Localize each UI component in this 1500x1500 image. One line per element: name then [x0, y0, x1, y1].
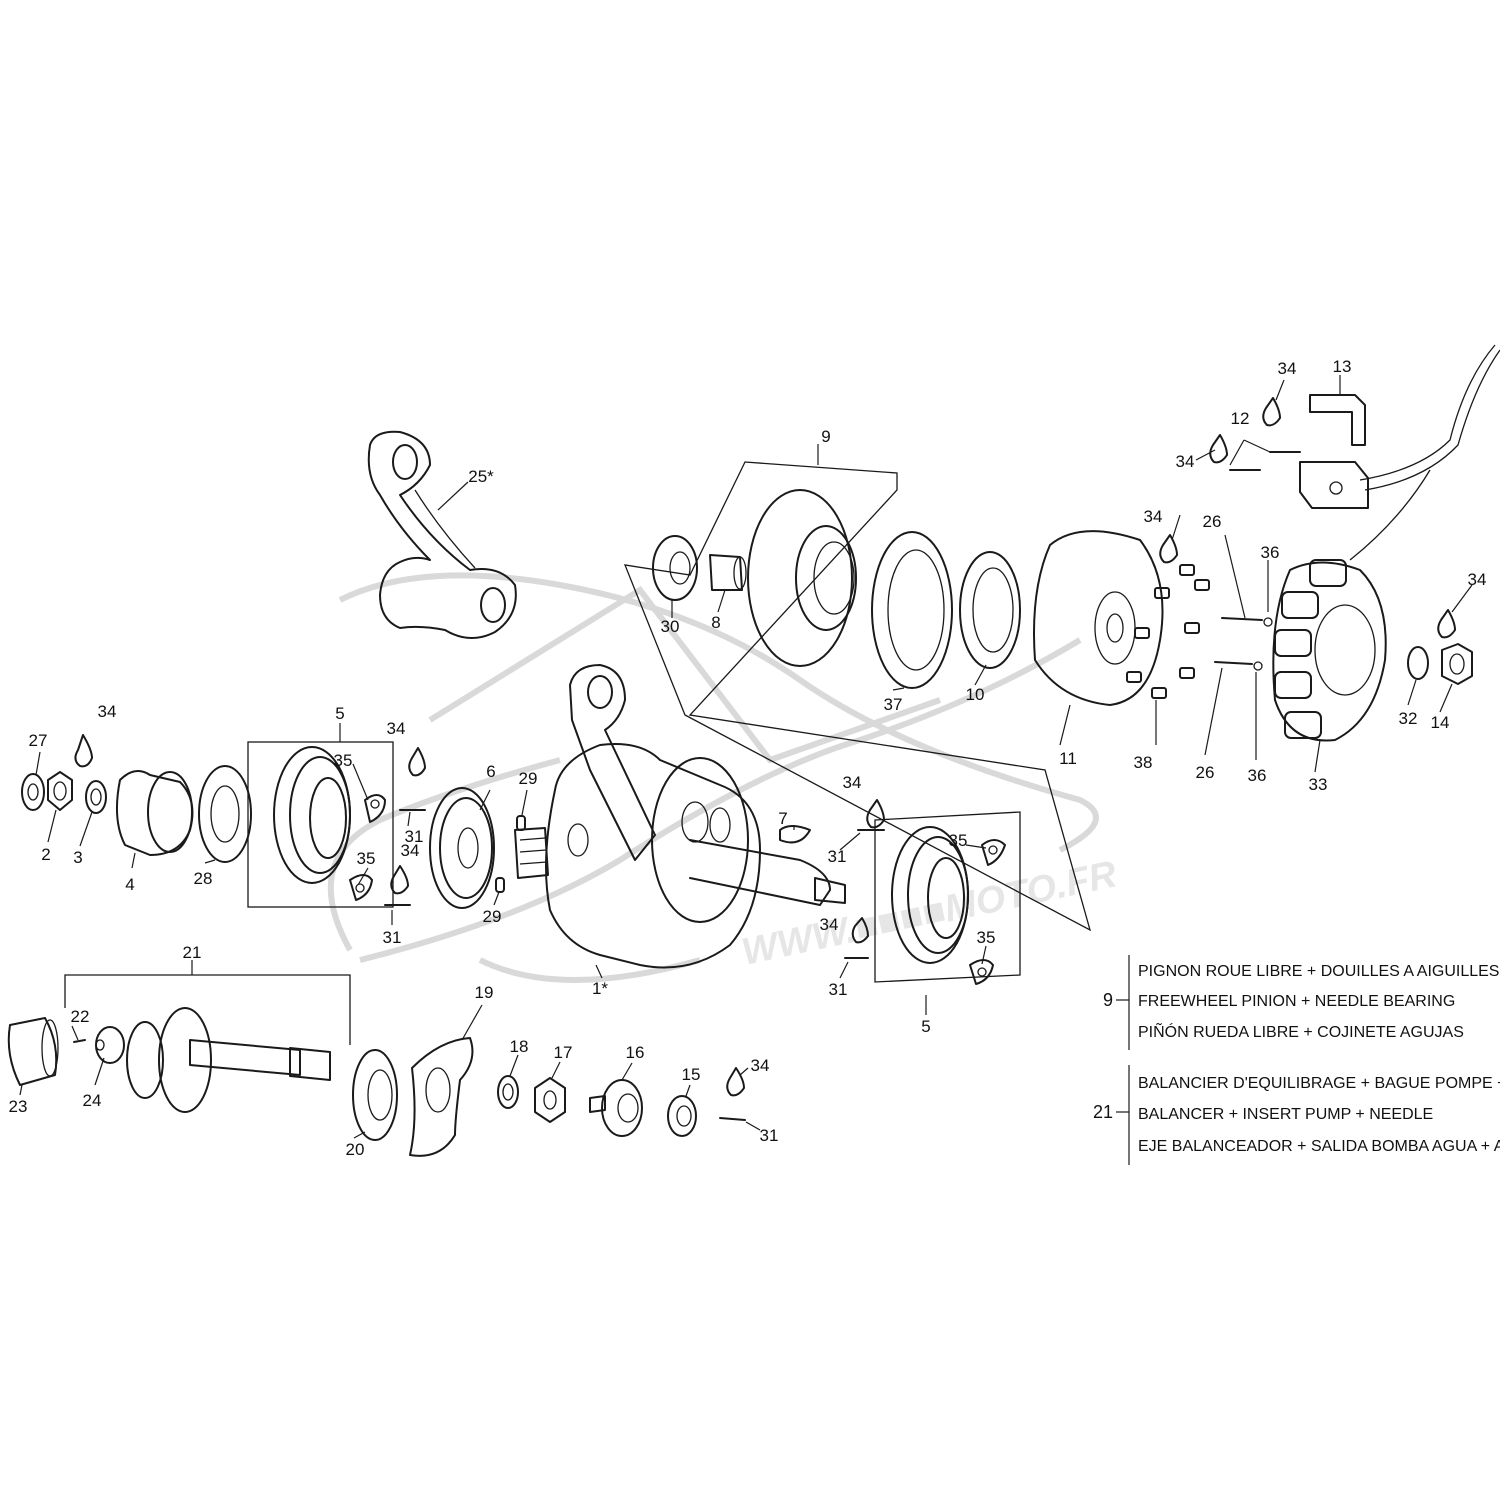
callout-26-a: 26 — [1203, 512, 1222, 531]
callout-31-c: 31 — [828, 847, 847, 866]
group-box-5-left — [247, 741, 394, 908]
left-stack-parts — [21, 765, 252, 863]
crankshaft — [514, 664, 846, 969]
connecting-rod-top — [367, 430, 517, 639]
legend-9-line-es: PIÑÓN RUEDA LIBRE + COJINETE AGUJAS — [1138, 1021, 1464, 1041]
legend-21-line-en: BALANCER + INSERT PUMP + NEEDLE — [1138, 1106, 1433, 1123]
callout-34-a: 34 — [1278, 359, 1297, 378]
callout-22: 22 — [71, 1007, 90, 1026]
callout-31-b: 31 — [383, 928, 402, 947]
callout-12: 12 — [1231, 409, 1250, 428]
callout-35-c: 35 — [949, 831, 968, 850]
callout-29-b: 29 — [483, 907, 502, 926]
callout-34-b: 34 — [1176, 452, 1195, 471]
callout-6: 6 — [486, 762, 495, 781]
legend: 9 PIGNON ROUE LIBRE + DOUILLES A AIGUILL… — [1093, 955, 1500, 1165]
callout-36-a: 36 — [1261, 543, 1280, 562]
callout-23: 23 — [9, 1097, 28, 1116]
callout-34-c: 34 — [1144, 507, 1163, 526]
group-box-5-right — [874, 811, 1021, 983]
legend-9-number: 9 — [1103, 990, 1113, 1010]
callout-25: 25* — [468, 467, 494, 486]
callout-34-g: 34 — [401, 841, 420, 860]
watermark-logo: WWW.■■■■MOTO.FR — [327, 572, 1121, 983]
callout-14: 14 — [1431, 713, 1450, 732]
callout-30: 30 — [661, 617, 680, 636]
small-pins — [384, 809, 885, 1121]
callout-4: 4 — [125, 875, 134, 894]
callout-31-e: 31 — [760, 1126, 779, 1145]
callout-38: 38 — [1134, 753, 1153, 772]
callout-17: 17 — [554, 1043, 573, 1062]
callout-36-b: 36 — [1248, 766, 1267, 785]
balancer-group — [7, 1007, 697, 1157]
callout-15: 15 — [682, 1065, 701, 1084]
callout-18: 18 — [510, 1037, 529, 1056]
callout-28: 28 — [194, 869, 213, 888]
callout-32: 32 — [1399, 709, 1418, 728]
callout-11: 11 — [1059, 749, 1077, 768]
callout-34-h: 34 — [843, 773, 862, 792]
rotor-screws — [1126, 564, 1210, 699]
callout-31-a: 31 — [405, 827, 424, 846]
callout-24: 24 — [83, 1091, 102, 1110]
callout-7: 7 — [778, 809, 787, 828]
oil-drops — [74, 397, 1456, 1097]
legend-21-line-fr: BALANCIER D'EQUILIBRAGE + BAGUE POMPE + … — [1138, 1075, 1500, 1092]
callout-35-a: 35 — [334, 751, 353, 770]
callout-9: 9 — [821, 427, 830, 446]
callout-34-f: 34 — [387, 719, 406, 738]
callout-21: 21 — [183, 943, 202, 962]
callout-29-a: 29 — [519, 769, 538, 788]
callout-26-b: 26 — [1196, 763, 1215, 782]
callout-37: 37 — [884, 695, 903, 714]
stator-group — [1214, 344, 1500, 742]
callout-8: 8 — [711, 613, 720, 632]
callout-34-e: 34 — [98, 702, 117, 721]
legend-21-line-es: EJE BALANCEADOR + SALIDA BOMBA AGUA + AG… — [1138, 1138, 1500, 1155]
legend-item-21: 21 BALANCIER D'EQUILIBRAGE + BAGUE POMPE… — [1093, 1065, 1500, 1165]
callout-2: 2 — [41, 845, 50, 864]
group-box-21 — [64, 974, 351, 1045]
legend-9-line-en: FREEWHEEL PINION + NEEDLE BEARING — [1138, 993, 1455, 1010]
callout-34-j: 34 — [751, 1056, 770, 1075]
callout-labels: 25* 9 12 13 34 34 34 26 36 34 32 14 26 3… — [9, 357, 1487, 1159]
callout-19: 19 — [475, 983, 494, 1002]
group-box-9 — [623, 461, 1092, 932]
callout-1: 1* — [592, 979, 608, 998]
callout-10: 10 — [966, 685, 985, 704]
legend-item-9: 9 PIGNON ROUE LIBRE + DOUILLES A AIGUILL… — [1103, 955, 1500, 1050]
callout-16: 16 — [626, 1043, 645, 1062]
callout-3: 3 — [73, 848, 82, 867]
callout-33: 33 — [1309, 775, 1328, 794]
legend-9-line-fr: PIGNON ROUE LIBRE + DOUILLES A AIGUILLES… — [1138, 963, 1500, 980]
callout-34-i: 34 — [820, 915, 839, 934]
legend-21-number: 21 — [1093, 1102, 1113, 1122]
callout-13: 13 — [1333, 357, 1352, 376]
callout-20: 20 — [346, 1140, 365, 1159]
main-bearing-right — [891, 826, 1006, 985]
leader-lines — [19, 375, 1473, 1139]
main-bearing-left — [273, 746, 386, 901]
crank-gear — [429, 787, 495, 909]
callout-31-d: 31 — [829, 980, 848, 999]
callout-34-d: 34 — [1468, 570, 1487, 589]
callout-5-right: 5 — [921, 1017, 930, 1036]
callout-27: 27 — [29, 731, 48, 750]
freewheel-group — [652, 489, 1164, 706]
callout-5-left: 5 — [335, 704, 344, 723]
callout-35-d: 35 — [977, 928, 996, 947]
callout-35-b: 35 — [357, 849, 376, 868]
